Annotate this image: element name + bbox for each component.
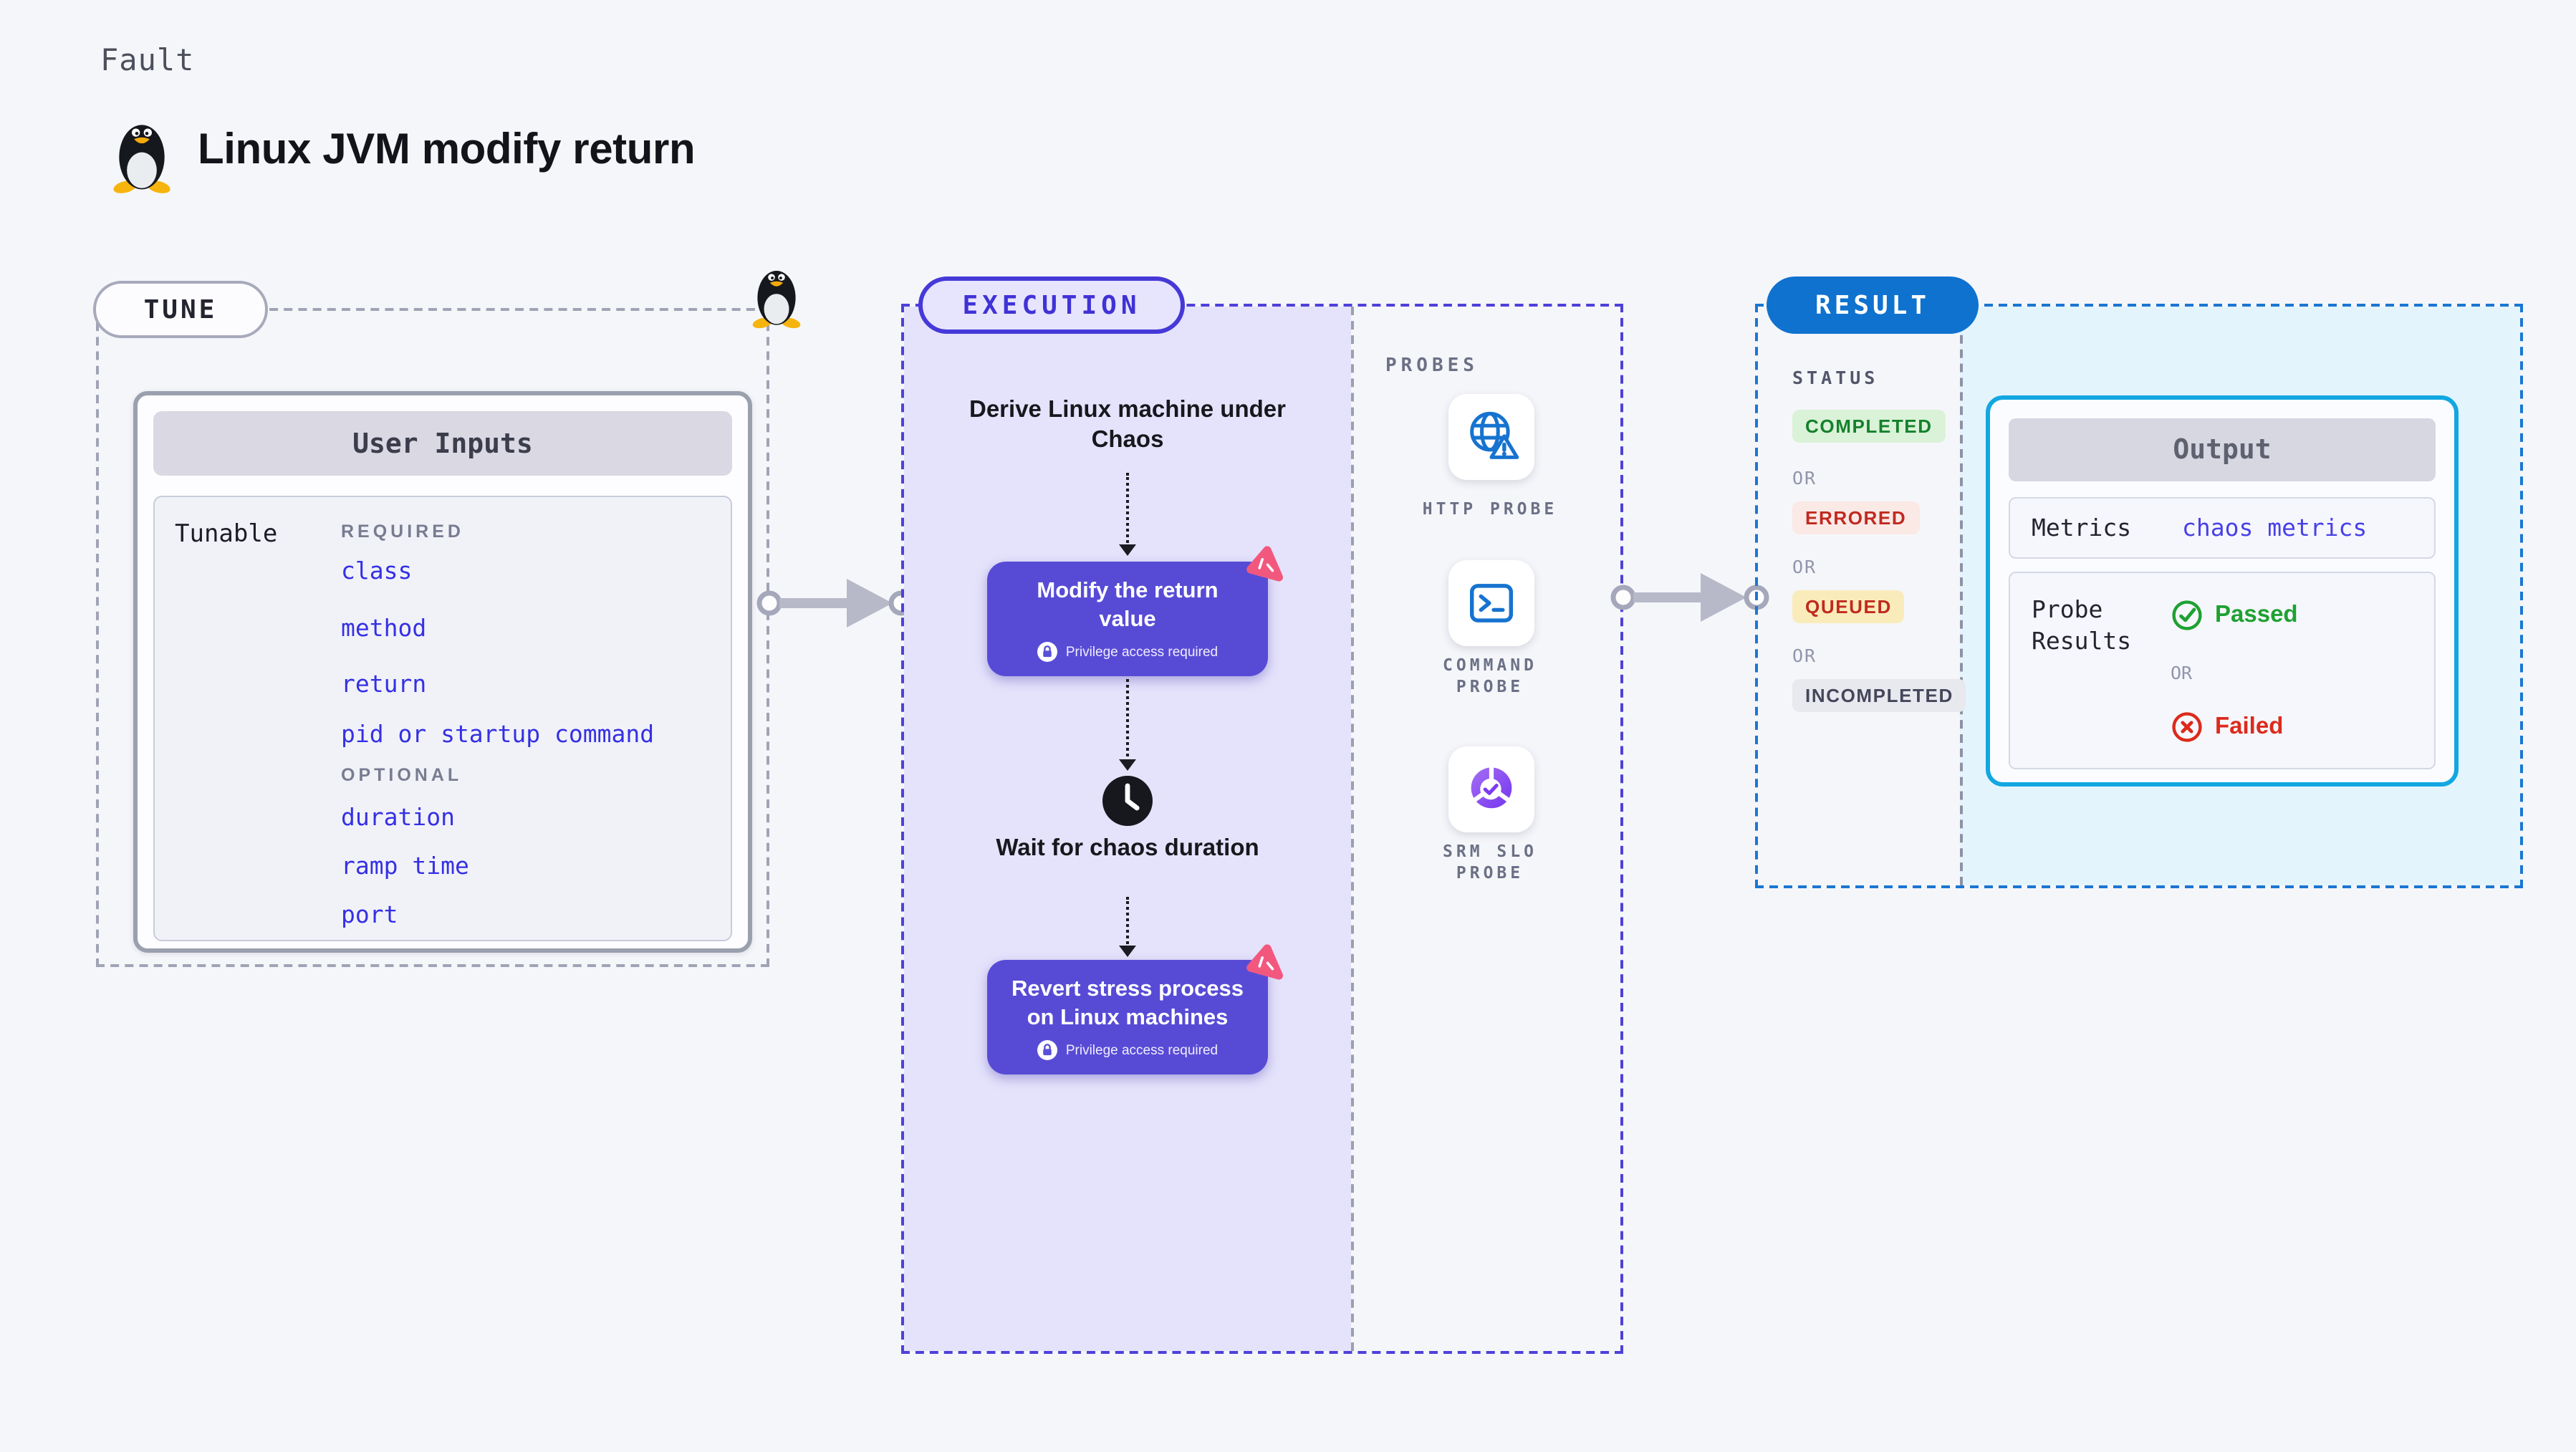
result-pill: RESULT [1767, 277, 1979, 334]
srm-slo-probe-icon [1471, 766, 1512, 809]
execution-section: PROBES HTTP PROBE [901, 277, 1626, 1354]
http-probe-label: HTTP PROBE [1422, 499, 1558, 519]
metrics-row: Metrics chaos metrics [2009, 497, 2436, 559]
srm-slo-probe-card [1448, 746, 1534, 832]
flow-connector-2 [1119, 679, 1136, 771]
tune-to-execution-arrow [755, 573, 914, 633]
metrics-label: Metrics [2032, 514, 2132, 542]
user-inputs-card: User Inputs Tunable REQUIRED class metho… [133, 391, 752, 953]
status-badge-errored: ERRORED [1792, 501, 1920, 534]
command-probe-card [1448, 560, 1534, 646]
modify-return-label: Modify the return value [1037, 579, 1219, 631]
required-group-label: REQUIRED [341, 521, 464, 542]
output-title: Output [2009, 418, 2436, 481]
param-return: return [341, 670, 427, 698]
tunable-row-label: Tunable [175, 520, 278, 549]
metrics-value: chaos metrics [2182, 514, 2368, 542]
probe-results-label: Probe Results [2032, 596, 2132, 655]
result-section: RESULT STATUS COMPLETED OR ERRORED OR QU… [1755, 277, 2523, 888]
chaos-logo-icon [1244, 941, 1287, 983]
http-probe-icon [1470, 411, 1519, 459]
status-or-label: OR [1792, 467, 1817, 489]
lock-icon [1037, 1040, 1057, 1060]
privilege-label: Privilege access required [1065, 644, 1219, 660]
chaos-logo-icon [1244, 542, 1287, 585]
user-inputs-title: User Inputs [153, 411, 732, 476]
privilege-row: Privilege access required [1006, 642, 1249, 662]
wait-step-label: Wait for chaos duration [996, 835, 1259, 861]
status-badge-incompleted: INCOMPLETED [1792, 679, 1966, 712]
status-badge-queued: QUEUED [1792, 590, 1905, 623]
verdict-or-label: OR [2171, 662, 2193, 683]
tune-section: TUNE User Inputs Tunable REQUIRED class … [93, 271, 802, 967]
http-probe-card [1448, 394, 1534, 480]
privilege-label: Privilege access required [1065, 1042, 1219, 1058]
revert-stress-step: Revert stress process on Linux machines … [987, 960, 1268, 1074]
command-probe-label: COMMAND PROBE [1443, 655, 1537, 696]
status-badge-completed: COMPLETED [1792, 410, 1946, 443]
x-circle-icon [2172, 712, 2202, 742]
revert-stress-label: Revert stress process on Linux machines [1011, 977, 1244, 1029]
tune-pill: TUNE [93, 281, 268, 338]
execution-flow: Derive Linux machine under Chaos Modify … [904, 307, 1351, 1351]
param-duration: duration [341, 804, 455, 831]
optional-group-label: OPTIONAL [341, 765, 463, 785]
execution-to-result-arrow [1609, 567, 1769, 628]
output-card: Output Metrics chaos metrics Probe Resul… [1986, 395, 2459, 787]
command-probe-icon [1469, 584, 1514, 622]
param-pid-or-startup-command: pid or startup command [341, 721, 655, 748]
execution-pill: EXECUTION [918, 277, 1185, 334]
flow-connector-3 [1119, 897, 1136, 957]
linux-tux-icon [112, 125, 172, 195]
status-or-label: OR [1792, 645, 1817, 666]
param-class: class [341, 557, 413, 585]
probe-verdict-failed: Failed [2171, 711, 2283, 744]
flow-connector-1 [1119, 473, 1136, 556]
param-method: method [341, 615, 427, 642]
srm-slo-probe-label: SRM SLO PROBE [1443, 841, 1537, 883]
modify-return-step: Modify the return value Privilege access… [987, 562, 1268, 676]
wait-clock-icon [1100, 307, 1155, 826]
probe-results-row: Probe Results Passed OR Failed [2009, 572, 2436, 769]
fault-kicker: Fault [100, 43, 195, 77]
param-port: port [341, 901, 398, 928]
page-title: Linux JVM modify return [198, 126, 696, 173]
status-label: STATUS [1792, 367, 1879, 388]
linux-tux-icon-small [751, 271, 802, 330]
derive-step-label: Derive Linux machine under Chaos [969, 397, 1286, 453]
probes-zone: PROBES HTTP PROBE [1351, 307, 1626, 1351]
check-circle-icon [2172, 600, 2202, 630]
probes-label: PROBES [1385, 355, 1479, 377]
probe-verdict-passed: Passed [2171, 599, 2298, 632]
param-ramp-time: ramp time [341, 852, 469, 880]
privilege-row: Privilege access required [1006, 1040, 1249, 1060]
status-or-label: OR [1792, 556, 1817, 577]
tunables-panel: Tunable REQUIRED class method return pid… [153, 496, 732, 941]
lock-icon [1037, 642, 1057, 662]
